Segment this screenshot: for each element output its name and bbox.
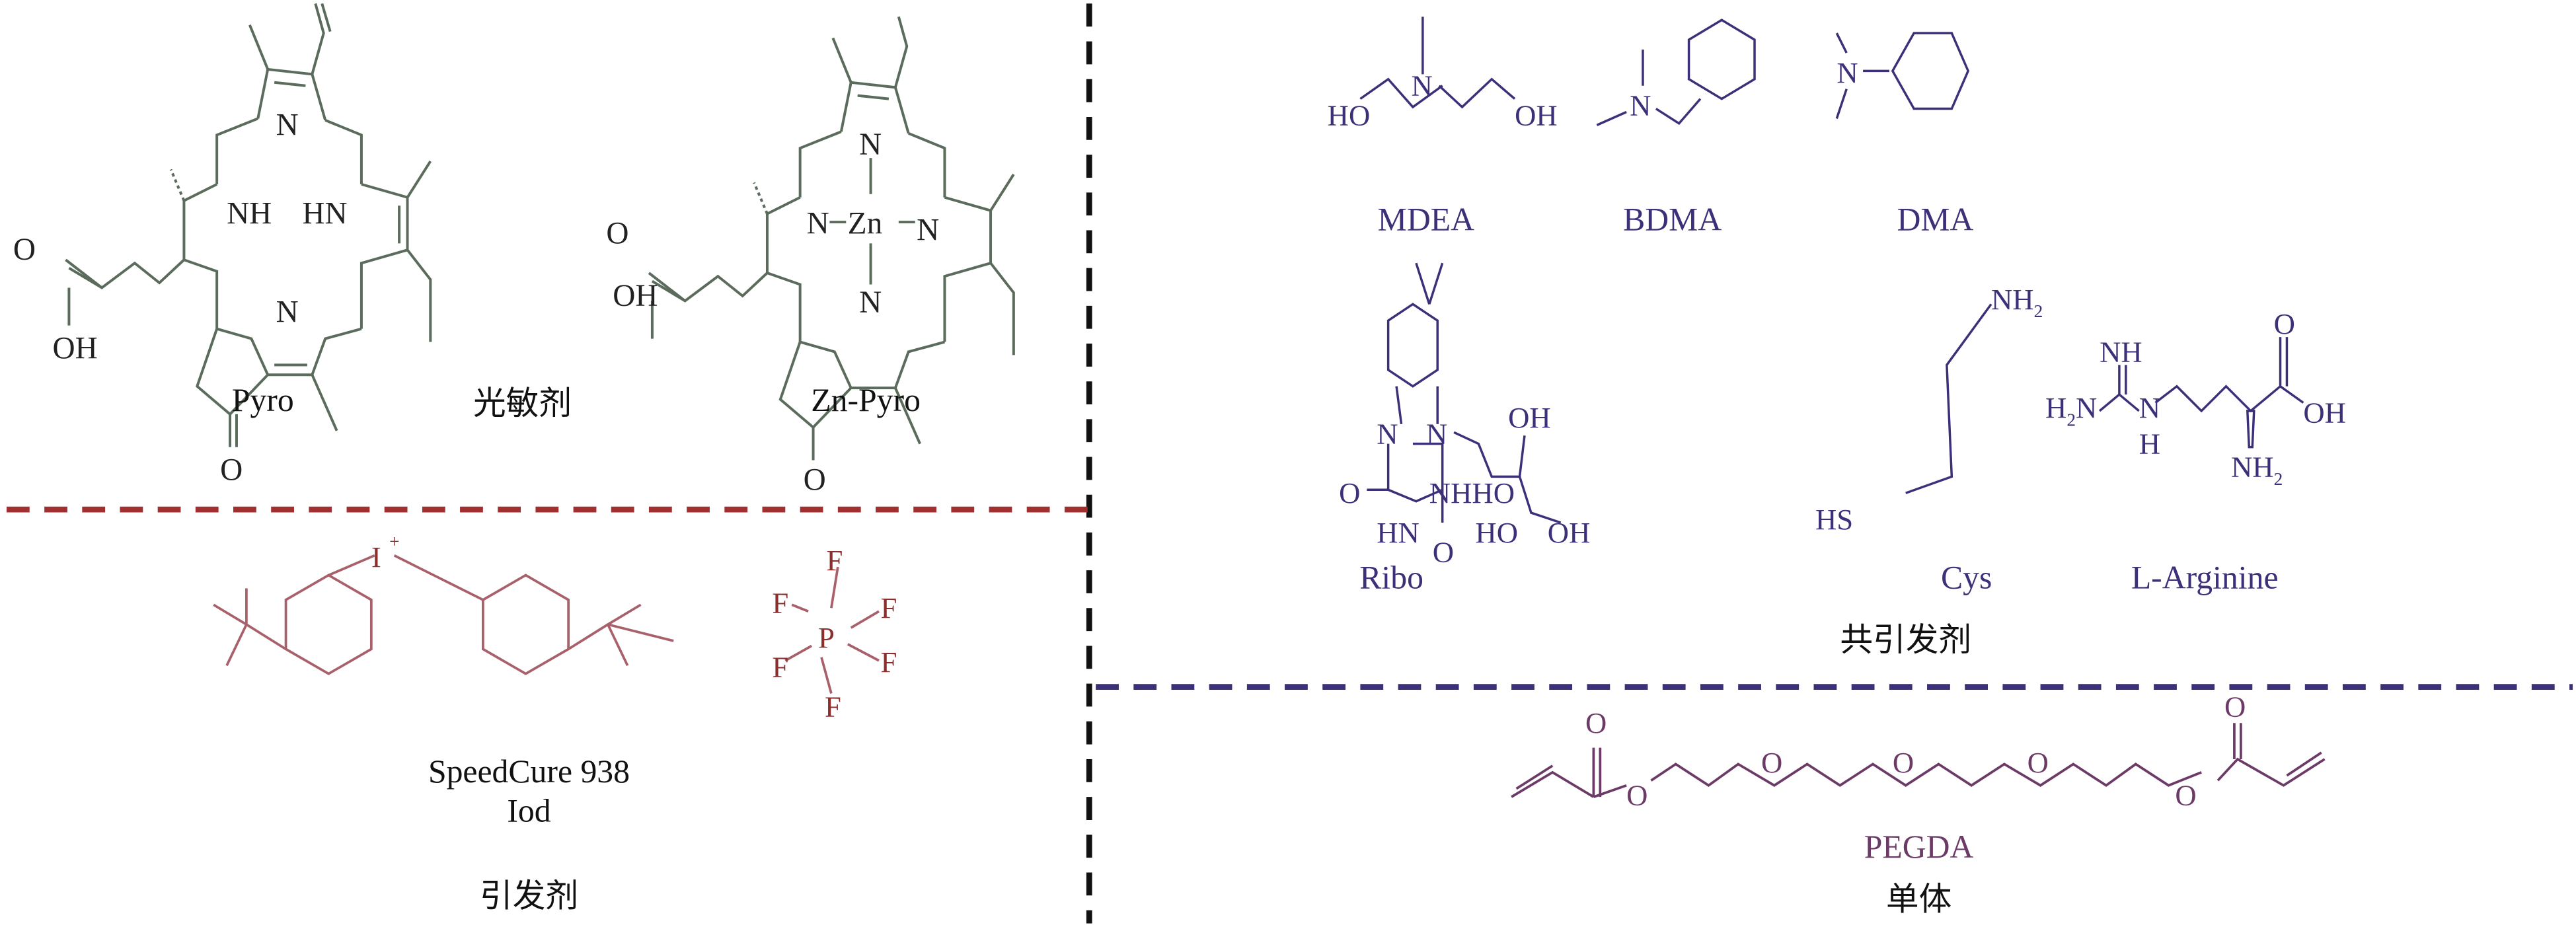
atom-o: O: [13, 233, 36, 267]
atom-o: O: [2224, 690, 2246, 723]
atom-o: O: [1626, 779, 1648, 812]
ribo-structure: N N OH O NH HO HN HO OH O: [1339, 262, 1591, 569]
atom-charge: +: [389, 531, 399, 551]
atom-nh: NH: [227, 197, 272, 231]
atom-o: O: [2274, 307, 2295, 340]
atom-nh: NH: [1429, 476, 1472, 509]
atom-f: F: [826, 544, 843, 577]
atom-f: F: [825, 690, 841, 723]
pegda-structure: O O O O O O O: [1511, 690, 2326, 812]
coinitiator-group-label: 共引发剂: [1840, 622, 1971, 658]
arginine-label: L-Arginine: [2131, 559, 2279, 595]
atom-n: N: [807, 206, 829, 241]
atom-n: N: [859, 285, 882, 320]
atom-oh: OH: [2303, 396, 2346, 429]
arginine-structure: NH H2N N H O OH NH2: [2045, 307, 2346, 489]
atom-i: I: [371, 540, 381, 574]
atom-hn: HN: [302, 197, 347, 231]
atom-o: O: [1585, 706, 1607, 739]
iod-structure: I + F F P F F F F: [213, 531, 897, 723]
bdma-label: BDMA: [1623, 201, 1722, 237]
cys-label: Cys: [1941, 559, 1992, 595]
atom-f: F: [880, 646, 897, 679]
zn-pyro-structure: N N Zn N N O O OH: [606, 16, 1015, 497]
atom-oh: OH: [53, 331, 98, 365]
atom-o: O: [1761, 746, 1782, 779]
pyro-label: Pyro: [232, 382, 294, 418]
atom-p: P: [818, 621, 835, 654]
mdea-label: MDEA: [1378, 201, 1474, 237]
pegda-label: PEGDA: [1864, 829, 1974, 865]
atom-oh: OH: [1515, 98, 1558, 131]
atom-hn: HN: [1377, 516, 1420, 549]
iod-abbr-label: Iod: [507, 792, 550, 829]
atom-o: O: [606, 216, 628, 250]
atom-ho: HO: [1472, 476, 1515, 509]
bdma-structure: N: [1596, 19, 1756, 126]
atom-o: O: [804, 463, 826, 497]
atom-zn: Zn: [848, 206, 882, 241]
atom-h: H: [2139, 427, 2160, 461]
atom-h2n: H2N: [2045, 391, 2097, 429]
atom-hs: HS: [1815, 503, 1853, 536]
atom-f: F: [772, 587, 788, 620]
atom-n: N: [1837, 56, 1858, 89]
atom-n: N: [917, 213, 939, 247]
atom-nh: NH: [2100, 335, 2142, 368]
atom-n: N: [276, 295, 299, 330]
atom-n: N: [276, 108, 299, 142]
atom-ho: HO: [1328, 98, 1371, 131]
atom-f: F: [772, 651, 788, 684]
atom-o: O: [2175, 779, 2196, 812]
mdea-structure: HO N OH: [1328, 17, 1558, 131]
iod-name-label: SpeedCure 938: [428, 753, 630, 790]
dma-label: DMA: [1897, 201, 1973, 237]
atom-o: O: [220, 453, 243, 487]
atom-n: N: [859, 128, 882, 162]
atom-o: O: [1893, 746, 1914, 779]
atom-oh: OH: [613, 279, 658, 313]
initiator-group-label: 引发剂: [480, 878, 578, 914]
atom-o: O: [1339, 476, 1360, 509]
atom-o: O: [1433, 536, 1454, 569]
atom-ho: HO: [1475, 516, 1518, 549]
atom-oh: OH: [1508, 401, 1551, 434]
atom-n: N: [1630, 89, 1651, 122]
zn-pyro-label: Zn-Pyro: [811, 382, 921, 418]
photosensitizer-group-label: 光敏剂: [473, 385, 572, 422]
atom-nh2: NH2: [2231, 450, 2283, 488]
atom-n: N: [1426, 418, 1447, 451]
monomer-group-label: 单体: [1886, 881, 1951, 918]
pyro-structure: N NH HN N O O OH: [13, 3, 432, 487]
atom-n: N: [1411, 69, 1432, 102]
ribo-label: Ribo: [1359, 559, 1423, 595]
atom-f: F: [880, 591, 897, 624]
atom-n: N: [1377, 418, 1398, 451]
atom-oh: OH: [1548, 516, 1591, 549]
dma-structure: N: [1835, 32, 1970, 119]
atom-o: O: [2027, 746, 2049, 779]
cys-structure: NH2 HS: [1815, 283, 2043, 536]
atom-n: N: [2139, 391, 2160, 424]
atom-nh2: NH2: [1991, 283, 2043, 321]
